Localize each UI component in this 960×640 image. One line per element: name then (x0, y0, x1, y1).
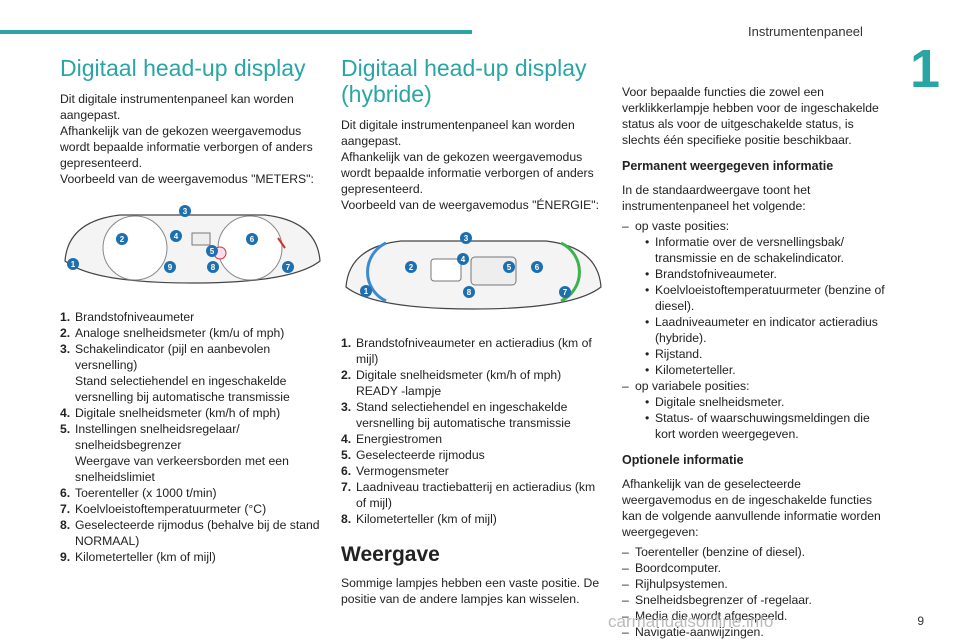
callout-8: 8 (467, 288, 472, 297)
chapter-number: 1 (910, 39, 941, 99)
column-3: Voor bepaalde functies die zowel een ver… (622, 84, 887, 640)
list-item: Toerenteller (benzine of diesel). (622, 544, 887, 560)
permanent-intro: In de standaardweergave toont het instru… (622, 183, 811, 213)
callout-badges: 1 2 3 4 5 6 7 8 9 (67, 205, 294, 273)
legend-item: 6.Toerenteller (x 1000 t/min) (60, 486, 217, 500)
legend-item: 4.Digitale snelheidsmeter (km/h of mph) (60, 406, 281, 420)
callout-4: 4 (174, 232, 179, 241)
legend-item: 1.Brandstofniveaumeter (60, 310, 195, 324)
list-item: Status- of waarschuwingsmeldingen die ko… (645, 410, 887, 442)
permanent-list: op vaste posities: Informatie over de ve… (622, 218, 887, 442)
legend-item: 7.Koelvloeistoftemperatuurmeter (°C) (60, 502, 267, 516)
list-item: op vaste posities: Informatie over de ve… (622, 218, 887, 378)
callout-3: 3 (183, 207, 188, 216)
list-item: op variabele posities: Digitale snelheid… (622, 378, 887, 442)
callout-7: 7 (563, 288, 568, 297)
list-item: Informatie over de versnellingsbak/ tran… (645, 234, 887, 266)
column-2: Digitaal head-up display (hybride) Dit d… (341, 55, 606, 611)
intro-line: Dit digitale instrumentenpaneel kan word… (60, 92, 294, 122)
list-item: Rijstand. (645, 346, 887, 362)
callout-4: 4 (461, 255, 466, 264)
callout-1: 1 (71, 260, 76, 269)
optional-list: Toerenteller (benzine of diesel). Boordc… (622, 544, 887, 640)
list-item: Rijhulpsystemen. (622, 576, 887, 592)
legend-item: 2.Digitale snelheidsmeter (km/h of mph)R… (341, 368, 562, 398)
intro-line: Voorbeeld van de weergavemodus "ÉNERGIE"… (341, 198, 599, 212)
legend-item: 5.Instellingen snelheidsregelaar/ snelhe… (60, 422, 289, 484)
legend-item: 4.Energiestromen (341, 432, 443, 446)
instrument-cluster-figure-energy: 1 2 3 4 5 6 7 8 (345, 232, 602, 310)
variable-sublist: Digitale snelheidsmeter. Status- of waar… (635, 394, 887, 442)
legend-item: 2.Analoge snelheidsmeter (km/u of mph) (60, 326, 285, 340)
list-item: Navigatie-aanwijzingen. (622, 624, 887, 640)
intro-paragraph: Dit digitale instrumentenpaneel kan word… (341, 117, 606, 213)
legend-item: 5.Geselecteerde rijmodus (341, 448, 485, 462)
intro-paragraph: Voor bepaalde functies die zowel een ver… (622, 85, 879, 147)
permanent-heading: Permanent weergegeven informatie (622, 159, 834, 173)
list-item: Boordcomputer. (622, 560, 887, 576)
callout-badges: 1 2 3 4 5 6 7 8 (360, 232, 571, 298)
running-header: Instrumentenpaneel (748, 24, 863, 39)
legend-item: 6.Vermogensmeter (341, 464, 449, 478)
legend-item: 1.Brandstofniveaumeter en actieradius (k… (341, 336, 592, 366)
legend-list: 1.Brandstofniveaumeter en actieradius (k… (341, 335, 606, 527)
callout-8: 8 (211, 263, 216, 272)
callout-2: 2 (409, 263, 414, 272)
callout-1: 1 (364, 287, 369, 296)
legend-item: 3.Stand selectiehendel en ingeschakelde … (341, 400, 571, 430)
optional-intro: Afhankelijk van de geselecteerde weergav… (622, 477, 881, 539)
intro-paragraph: Dit digitale instrumentenpaneel kan word… (60, 91, 325, 187)
callout-6: 6 (250, 235, 255, 244)
callout-6: 6 (535, 263, 540, 272)
section-title: Digitaal head-up display (60, 55, 306, 81)
section-title: Digitaal head-up display (hybride) (341, 55, 587, 107)
list-item: Laadniveaumeter en indicator actieradius… (645, 314, 887, 346)
optional-heading: Optionele informatie (622, 453, 744, 467)
weergave-heading: Weergave (341, 543, 440, 566)
column-1: Digitaal head-up display Dit digitale in… (60, 55, 325, 565)
list-item: Kilometerteller. (645, 362, 887, 378)
page-number: 9 (917, 614, 924, 628)
list-item: Koelvloeistoftemperatuurmeter (benzine o… (645, 282, 887, 314)
callout-2: 2 (120, 235, 125, 244)
legend-item: 9.Kilometerteller (km of mijl) (60, 550, 216, 564)
intro-line: Voorbeeld van de weergavemodus "METERS": (60, 172, 314, 186)
watermark: carmanualsonline.info (608, 612, 774, 631)
legend-item: 8.Geselecteerde rijmodus (behalve bij de… (60, 518, 320, 548)
instrument-cluster-figure-meters: 1 2 3 4 5 6 7 8 9 (64, 205, 321, 284)
legend-item: 3.Schakelindicator (pijl en aanbevolen v… (60, 342, 290, 404)
callout-5: 5 (507, 263, 512, 272)
callout-3: 3 (464, 234, 469, 243)
callout-7: 7 (286, 263, 291, 272)
intro-line: Afhankelijk van de gekozen weergavemodus… (341, 150, 594, 196)
callout-5: 5 (210, 247, 215, 256)
weergave-text: Sommige lampjes hebben een vaste positie… (341, 576, 600, 606)
fixed-sublist: Informatie over de versnellingsbak/ tran… (635, 234, 887, 378)
intro-line: Afhankelijk van de gekozen weergavemodus… (60, 124, 313, 170)
legend-item: 8.Kilometerteller (km of mijl) (341, 512, 497, 526)
legend-item: 7.Laadniveau tractiebatterij en actierad… (341, 480, 596, 510)
list-item: Snelheidsbegrenzer of -regelaar. (622, 592, 887, 608)
header-accent-bar (0, 30, 472, 34)
list-item: Brandstofniveaumeter. (645, 266, 887, 282)
list-item: Media die wordt afgespeeld. (622, 608, 887, 624)
callout-9: 9 (168, 263, 173, 272)
intro-line: Dit digitale instrumentenpaneel kan word… (341, 118, 575, 148)
legend-list: 1.Brandstofniveaumeter 2.Analoge snelhei… (60, 309, 325, 565)
list-item: Digitale snelheidsmeter. (645, 394, 887, 410)
